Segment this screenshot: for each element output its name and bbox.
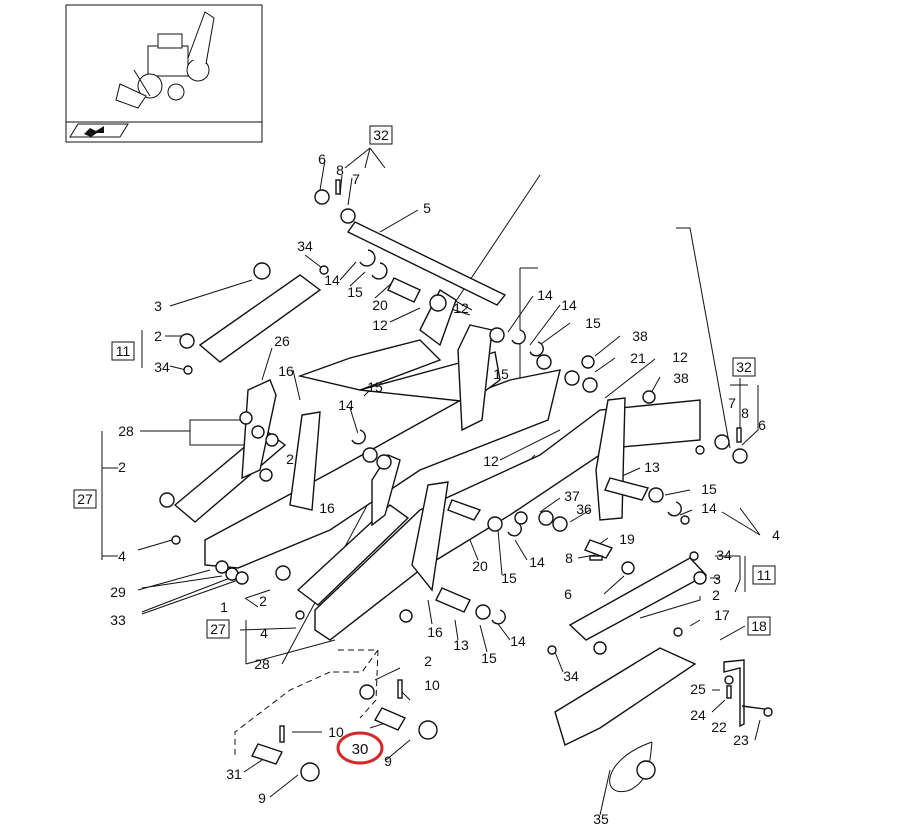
boxed-ref-18: 18 bbox=[751, 618, 767, 634]
callout-label: 8 bbox=[336, 162, 344, 178]
callout-label: 14 bbox=[529, 554, 545, 570]
callout-label: 15 bbox=[367, 379, 383, 395]
callout-label: 2 bbox=[118, 459, 126, 475]
callout-label: 20 bbox=[472, 558, 488, 574]
callout-label: 14 bbox=[510, 633, 526, 649]
part-30-label: 30 bbox=[352, 741, 369, 758]
callout-label: 19 bbox=[619, 531, 635, 547]
callout-label: 36 bbox=[576, 501, 592, 517]
leader-lines bbox=[101, 147, 761, 816]
callout-label: 28 bbox=[254, 656, 270, 672]
callout-label: 14 bbox=[561, 297, 577, 313]
thumbnail-panel[interactable] bbox=[65, 4, 263, 143]
callout-label: 15 bbox=[347, 284, 363, 300]
callout-label: 33 bbox=[110, 612, 126, 628]
callout-label: 23 bbox=[733, 732, 749, 748]
callout-label: 12 bbox=[672, 349, 688, 365]
callout-label: 31 bbox=[226, 766, 242, 782]
cylinders bbox=[173, 221, 708, 746]
boxed-reference-labels: 32 11 32 27 11 27 18 bbox=[73, 125, 776, 639]
callout-label: 4 bbox=[118, 548, 126, 564]
callout-label: 38 bbox=[632, 328, 648, 344]
callout-label: 4 bbox=[772, 527, 780, 543]
callout-label: 24 bbox=[690, 707, 706, 723]
dashed-guides bbox=[234, 649, 379, 755]
callout-label: 14 bbox=[537, 287, 553, 303]
callout-label: 20 bbox=[372, 297, 388, 313]
callout-label: 15 bbox=[701, 481, 717, 497]
part-callouts: 6 8 7 5 34 14 15 20 12 12 3 2 34 14 14 1… bbox=[110, 151, 780, 827]
callout-label: 38 bbox=[673, 370, 689, 386]
callout-label: 2 bbox=[259, 593, 267, 609]
callout-label: 21 bbox=[630, 350, 646, 366]
callout-label: 14 bbox=[701, 500, 717, 516]
callout-label: 2 bbox=[424, 653, 432, 669]
callout-label: 22 bbox=[711, 719, 727, 735]
callout-label: 37 bbox=[564, 488, 580, 504]
callout-label: 13 bbox=[644, 459, 660, 475]
callout-label: 12 bbox=[483, 453, 499, 469]
callout-label: 28 bbox=[118, 423, 134, 439]
callout-label: 6 bbox=[758, 417, 766, 433]
callout-label: 2 bbox=[712, 587, 720, 603]
callout-label: 9 bbox=[258, 790, 266, 806]
callout-label: 2 bbox=[154, 328, 162, 344]
callout-label: 7 bbox=[352, 171, 360, 187]
callout-label: 9 bbox=[384, 753, 392, 769]
callout-label: 16 bbox=[278, 363, 294, 379]
boxed-ref-11: 11 bbox=[757, 567, 772, 583]
callout-label: 1 bbox=[220, 599, 228, 615]
callout-label: 8 bbox=[565, 550, 573, 566]
boxed-ref-32: 32 bbox=[373, 127, 389, 143]
part-30-highlight bbox=[336, 731, 384, 765]
callout-label: 8 bbox=[741, 405, 749, 421]
callout-label: 5 bbox=[423, 200, 431, 216]
callout-label: 14 bbox=[338, 397, 354, 413]
callout-label: 35 bbox=[593, 811, 609, 827]
callout-label: 15 bbox=[585, 315, 601, 331]
tractor-loader-backhoe-icon bbox=[115, 11, 215, 109]
callout-label: 16 bbox=[319, 500, 335, 516]
callout-label: 4 bbox=[260, 625, 268, 641]
callout-label: 15 bbox=[501, 570, 517, 586]
callout-label: 34 bbox=[716, 547, 732, 563]
boxed-ref-27: 27 bbox=[210, 621, 226, 637]
callout-label: 34 bbox=[563, 668, 579, 684]
callout-label: 6 bbox=[318, 151, 326, 167]
callout-label: 13 bbox=[453, 637, 469, 653]
callout-label: 25 bbox=[690, 681, 706, 697]
callout-label: 34 bbox=[297, 238, 313, 254]
callout-label: 2 bbox=[286, 451, 294, 467]
callout-label: 15 bbox=[493, 366, 509, 382]
callout-label: 12 bbox=[453, 300, 469, 316]
callout-label: 3 bbox=[713, 571, 721, 587]
callout-label: 12 bbox=[372, 317, 388, 333]
callout-label: 10 bbox=[328, 724, 344, 740]
boxed-ref-32: 32 bbox=[736, 359, 752, 375]
small-hardware bbox=[159, 179, 773, 792]
callout-label: 29 bbox=[110, 584, 126, 600]
callout-label: 14 bbox=[324, 272, 340, 288]
callout-label: 17 bbox=[714, 607, 730, 623]
callout-label: 34 bbox=[154, 359, 170, 375]
callout-label: 16 bbox=[427, 624, 443, 640]
callout-label: 26 bbox=[274, 333, 290, 349]
callout-label: 3 bbox=[154, 298, 162, 314]
link-plates bbox=[241, 324, 626, 592]
callout-label: 6 bbox=[564, 586, 572, 602]
boxed-ref-11: 11 bbox=[116, 343, 131, 359]
callout-label: 15 bbox=[481, 650, 497, 666]
boxed-ref-27: 27 bbox=[77, 491, 93, 507]
callout-label: 7 bbox=[728, 395, 736, 411]
callout-label: 10 bbox=[424, 677, 440, 693]
